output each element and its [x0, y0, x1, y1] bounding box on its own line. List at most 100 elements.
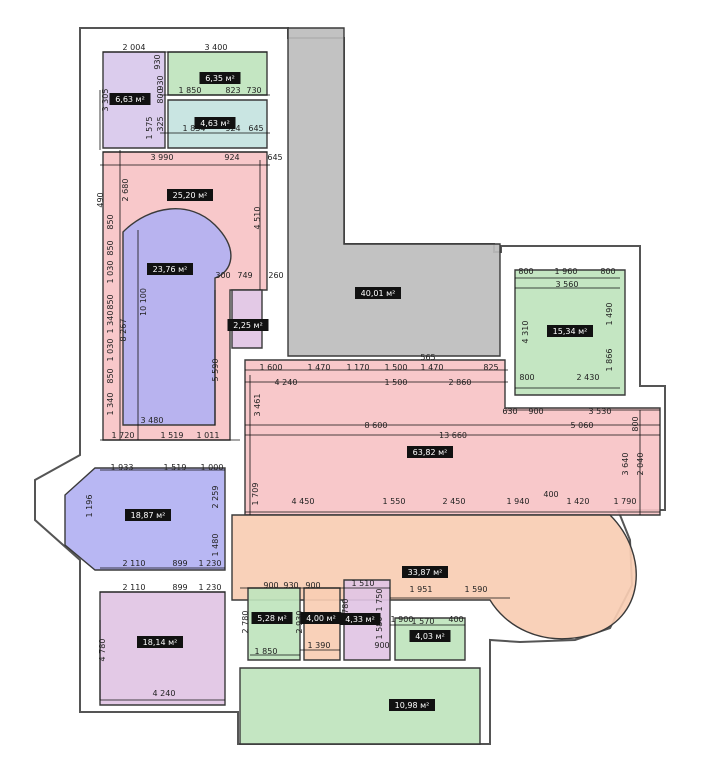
- dimension-label: 930: [283, 581, 298, 590]
- room-area-label-bg: [251, 612, 293, 624]
- dimension-label: 4 240: [275, 378, 298, 387]
- room-area-label-bg: [167, 189, 213, 201]
- dimension-label: 850: [106, 240, 115, 255]
- dimension-label: 2 680: [121, 179, 130, 202]
- room-r5: [122, 208, 232, 426]
- dimension-label: 1 951: [410, 585, 433, 594]
- dimension-label: 1 590: [465, 585, 488, 594]
- dimension-label: 1 420: [567, 497, 590, 506]
- room-area-label: 15,34 м²: [553, 327, 588, 336]
- room-area-label: 4,63 м²: [200, 119, 230, 128]
- dimension-label: 900: [528, 407, 543, 416]
- dimension-label: 1 230: [199, 583, 222, 592]
- dimension-label: 930: [153, 54, 162, 69]
- dimension-label: 5 060: [571, 421, 594, 430]
- dimension-label: 2 110: [123, 583, 146, 592]
- dimension-label: 1 933: [111, 463, 134, 472]
- dimension-label: 1 850: [255, 647, 278, 656]
- dimension-label: 1 196: [85, 495, 94, 518]
- dimension-label: 2 110: [123, 559, 146, 568]
- dimension-label: 749: [237, 271, 252, 280]
- dimension-label: 900: [374, 641, 389, 650]
- dimension-label: 1 340: [106, 393, 115, 416]
- room-area-label-bg: [407, 446, 453, 458]
- room-area-label-bg: [547, 325, 593, 337]
- dimension-label: 8 600: [365, 421, 388, 430]
- dimension-label: 1 030: [106, 339, 115, 362]
- dimension-label: 1 580: [375, 617, 384, 640]
- room-r7: [287, 27, 501, 357]
- room-area-label: 18,87 м²: [131, 511, 166, 520]
- room-area-label: 4,03 м²: [415, 632, 445, 641]
- dimension-label: 1 000: [201, 463, 224, 472]
- dimension-label: 1 030: [106, 261, 115, 284]
- room-area-label: 2,25 м²: [233, 321, 263, 330]
- room-area-label: 63,82 м²: [413, 448, 448, 457]
- dimension-label: 645: [248, 124, 263, 133]
- dimension-label: 800: [631, 416, 640, 431]
- room-area-label: 18,14 м²: [143, 638, 178, 647]
- dimension-label: 1 011: [197, 431, 220, 440]
- dimension-label: 1 570: [412, 617, 435, 626]
- dimension-label: 2 860: [449, 378, 472, 387]
- dimension-label: 1 940: [507, 497, 530, 506]
- dimension-label: 850: [106, 214, 115, 229]
- dimension-label: 1 480: [211, 534, 220, 557]
- dimension-label: 2 259: [211, 486, 220, 509]
- dimension-label: 1 500: [385, 363, 408, 372]
- dimension-label: 3 560: [556, 280, 579, 289]
- dimension-label: 13 660: [439, 431, 467, 440]
- dimension-label: 3 990: [151, 153, 174, 162]
- dimension-label: 1 519: [164, 463, 187, 472]
- room-area-label-bg: [389, 699, 435, 711]
- dimension-label: 300: [215, 271, 230, 280]
- dimension-label: 2 450: [443, 497, 466, 506]
- dimension-label: 1 390: [308, 641, 331, 650]
- room-area-label-bg: [109, 93, 151, 105]
- dimension-label: 1 900: [391, 615, 414, 624]
- room-area-label: 33,87 м²: [408, 568, 443, 577]
- dimension-label: 924: [224, 153, 239, 162]
- dimension-label: 800: [156, 88, 165, 103]
- dimension-label: 1 709: [251, 483, 260, 506]
- dimension-label: 630: [502, 407, 517, 416]
- dimension-label: 645: [267, 153, 282, 162]
- dimension-label: 2 930: [295, 611, 304, 634]
- dimension-label: 565: [420, 353, 435, 362]
- dimension-label: 1 600: [260, 363, 283, 372]
- dimension-label: 1 850: [179, 86, 202, 95]
- room-area-label: 6,35 м²: [205, 74, 235, 83]
- dimension-label: 490: [96, 192, 105, 207]
- dimension-label: 899: [172, 559, 187, 568]
- dimension-label: 400: [448, 615, 463, 624]
- room-area-label: 10,98 м²: [395, 701, 430, 710]
- dimension-lines: [99, 51, 660, 701]
- dimension-label: 2 780: [241, 611, 250, 634]
- dimension-label: 800: [600, 267, 615, 276]
- dimension-label: 1 575: [145, 117, 154, 140]
- dimension-label: 4 510: [253, 207, 262, 230]
- dimension-label: 1 750: [375, 589, 384, 612]
- room-area-label-bg: [402, 566, 448, 578]
- dimension-label: 2 040: [636, 453, 645, 476]
- dimension-label: 1 790: [614, 497, 637, 506]
- room-area-label-bg: [227, 319, 269, 331]
- dimension-label: 3 461: [253, 394, 262, 417]
- room-area-label-bg: [199, 72, 241, 84]
- dimension-label: 1 500: [385, 378, 408, 387]
- dimension-label: 1 470: [421, 363, 444, 372]
- dimension-label: 800: [518, 267, 533, 276]
- room-area-label-bg: [125, 509, 171, 521]
- dimension-label: 1 230: [199, 559, 222, 568]
- room-area-label-bg: [300, 612, 342, 624]
- dimension-label: 2 430: [577, 373, 600, 382]
- dimension-label: 825: [483, 363, 498, 372]
- dimension-label: 823: [225, 86, 240, 95]
- dimension-label: 10 100: [139, 288, 148, 316]
- room-area-label: 4,00 м²: [306, 614, 336, 623]
- dimension-label: 260: [268, 271, 283, 280]
- dimension-label: 730: [246, 86, 261, 95]
- dimension-label: 1 866: [605, 349, 614, 372]
- dimension-label: 4 450: [292, 497, 315, 506]
- room-area-label: 5,28 м²: [257, 614, 287, 623]
